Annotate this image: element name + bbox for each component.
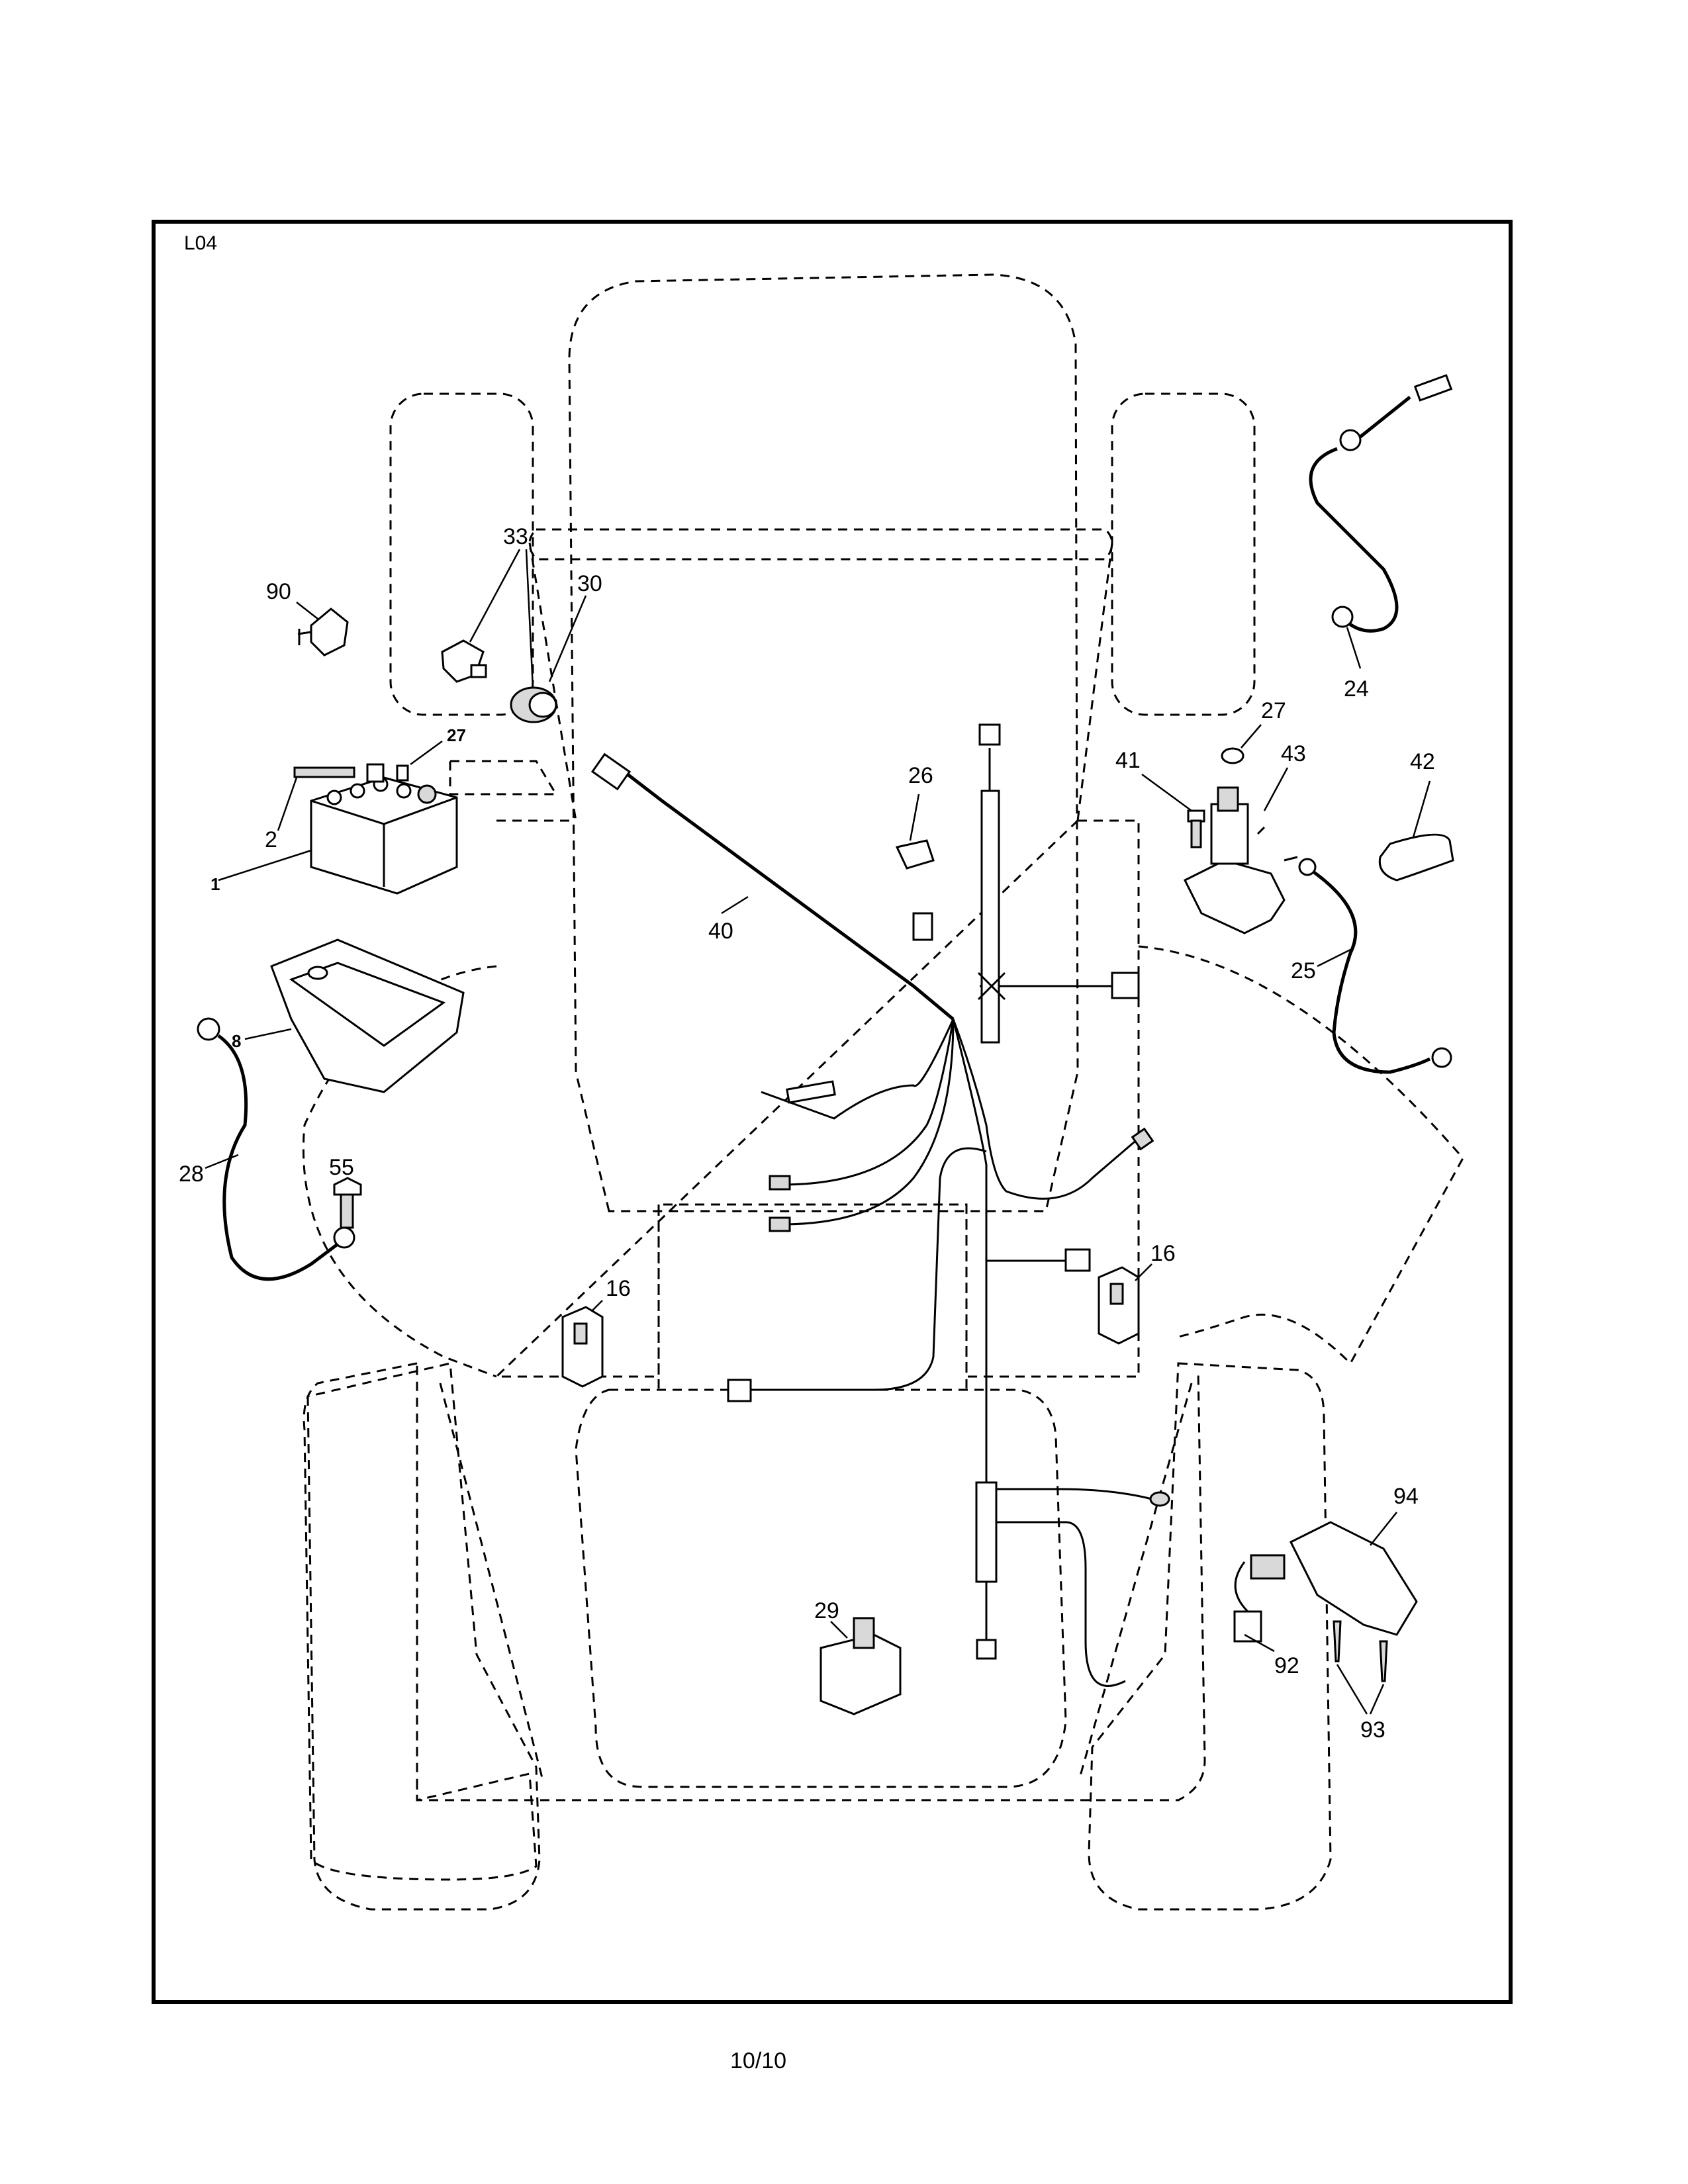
callout-30: 30 — [577, 571, 602, 596]
callout-24: 24 — [1344, 676, 1369, 702]
callout-29: 29 — [814, 1598, 839, 1623]
callout-41: 41 — [1115, 748, 1141, 773]
relay-connector — [297, 608, 349, 657]
callout-16-left: 16 — [606, 1276, 631, 1301]
interlock-switch-left — [561, 1306, 604, 1388]
pto-switch — [820, 1617, 902, 1715]
nut — [1221, 747, 1244, 764]
page-number: 10/10 — [730, 2048, 786, 2073]
mounting-screws — [1333, 1620, 1388, 1682]
battery-tray — [270, 938, 465, 1093]
callout-1: 1 — [211, 874, 220, 894]
positive-cable — [1309, 374, 1453, 633]
callout-92: 92 — [1274, 1653, 1299, 1678]
callout-90: 90 — [266, 579, 291, 604]
solenoid-bolt — [1187, 809, 1205, 848]
callout-27-left: 27 — [447, 725, 466, 745]
battery-cable — [197, 1017, 355, 1281]
bolt — [333, 1177, 362, 1229]
callout-33: 33 — [503, 524, 528, 549]
terminal-boot — [1378, 833, 1454, 882]
callout-42: 42 — [1410, 749, 1435, 774]
tractor-outline — [302, 273, 1464, 1911]
control-module — [1233, 1521, 1418, 1643]
callout-43: 43 — [1281, 741, 1306, 766]
callout-40: 40 — [708, 919, 733, 944]
callout-labels: 1 2 27 8 28 55 90 33 30 40 26 41 27 43 4… — [179, 524, 1435, 1743]
callout-94: 94 — [1393, 1484, 1419, 1509]
callout-8: 8 — [232, 1031, 241, 1051]
ignition-key — [441, 639, 487, 683]
callout-25: 25 — [1291, 958, 1316, 983]
starter-solenoid — [1183, 786, 1298, 934]
frame-code: L04 — [184, 232, 217, 254]
callout-16-right: 16 — [1150, 1241, 1176, 1266]
fuse — [895, 839, 935, 870]
diagram-frame — [152, 220, 1513, 2004]
callout-26: 26 — [908, 763, 933, 788]
battery — [310, 776, 458, 895]
leader-lines — [205, 549, 1431, 1715]
battery-bolt-and-nut — [293, 763, 409, 783]
wiring-harness — [590, 723, 1170, 1687]
callout-28: 28 — [179, 1161, 204, 1187]
callout-93: 93 — [1360, 1717, 1385, 1743]
ignition-switch — [510, 686, 557, 723]
callout-2: 2 — [265, 827, 277, 852]
callout-27-right: 27 — [1261, 698, 1286, 723]
interlock-switch-right — [1098, 1266, 1140, 1345]
callout-55: 55 — [329, 1155, 354, 1180]
solenoid-cable — [1298, 858, 1452, 1074]
